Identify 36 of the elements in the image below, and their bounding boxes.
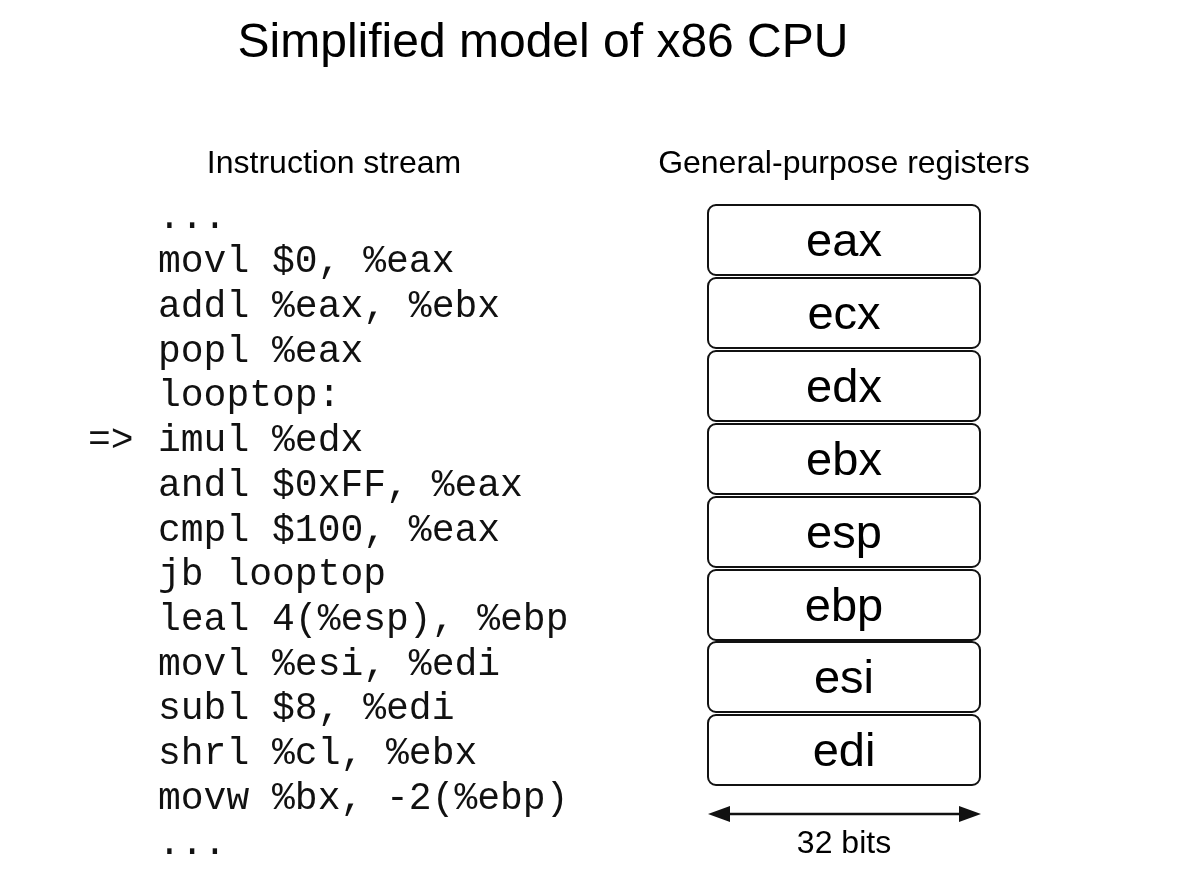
register-box bbox=[707, 714, 981, 787]
code-line: looptop: bbox=[158, 374, 341, 420]
current-instruction-marker: => bbox=[88, 419, 134, 464]
code-line: andl $0xFF, %eax bbox=[158, 463, 523, 509]
code-line: movl %esi, %edi bbox=[158, 642, 501, 688]
dimension-label: 32 bits bbox=[796, 823, 892, 861]
register-box bbox=[707, 422, 981, 495]
register-name: eax bbox=[806, 213, 882, 267]
register-name: edx bbox=[806, 358, 882, 413]
register-name: ebx bbox=[806, 431, 882, 486]
diagram-title: Simplified model of x86 CPU bbox=[237, 13, 849, 69]
register-name: esi bbox=[813, 650, 875, 705]
register-box bbox=[707, 276, 981, 349]
code-line: movl $0, %eax bbox=[158, 240, 455, 285]
register-box bbox=[707, 349, 981, 422]
code-line: subl $8, %edi bbox=[158, 687, 455, 733]
code-line: shrl %cl, %ebx bbox=[158, 732, 478, 777]
register-name: ebp bbox=[804, 577, 884, 632]
column-heading: Instruction stream bbox=[206, 143, 462, 181]
register-name: esp bbox=[806, 504, 882, 559]
code-line: jb looptop bbox=[158, 553, 387, 598]
register-name: ecx bbox=[807, 285, 881, 340]
code-line: movw %bx, -2(%ebp) bbox=[158, 776, 569, 822]
register-box bbox=[707, 204, 981, 276]
register-box bbox=[707, 641, 981, 714]
register-box bbox=[707, 495, 981, 568]
code-line: ... bbox=[158, 195, 227, 241]
code-line: addl %eax, %ebx bbox=[158, 284, 501, 330]
code-line: leal 4(%esp), %ebp bbox=[158, 597, 569, 643]
code-line: popl %eax bbox=[158, 329, 364, 375]
register-name: edi bbox=[812, 723, 876, 778]
code-line: ... bbox=[158, 821, 227, 867]
column-heading: General-purpose registers bbox=[658, 143, 1030, 181]
code-line: cmpl $100, %eax bbox=[158, 508, 501, 554]
register-box bbox=[707, 568, 981, 641]
code-line: imul %edx bbox=[158, 419, 364, 464]
